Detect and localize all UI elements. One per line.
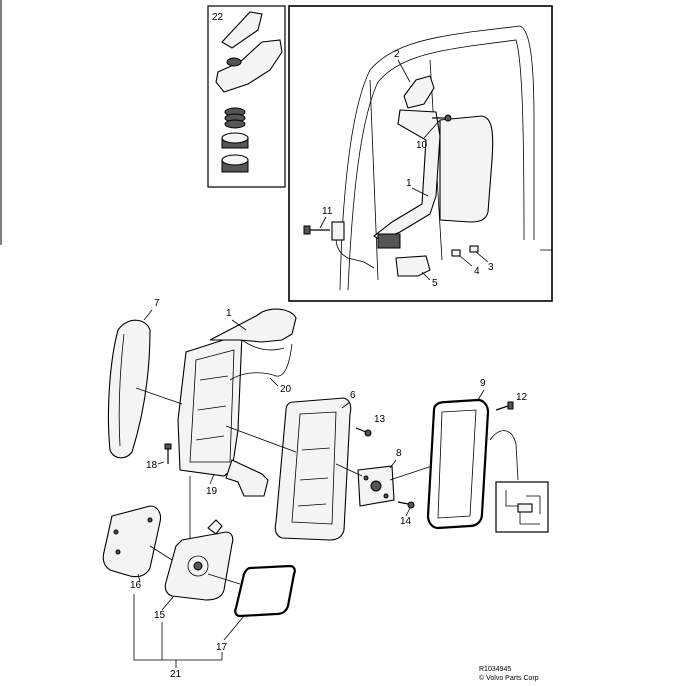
kit-washer [226,57,242,67]
callout-18: 18 [146,460,158,471]
pad-4 [451,249,461,257]
cab-lower-mount [377,233,401,249]
copyright-note: © Volvo Parts Corp [479,674,539,682]
part-1-housing-frame [177,308,297,497]
drawing-id: R1034945 [479,666,511,673]
part-9-mirror-glass [426,398,490,530]
kit-upper-bracket [221,11,263,49]
part-17-glass [234,564,296,618]
part-13-screw [355,427,372,437]
callout-17: 17 [216,642,228,653]
inset-cab-frame [288,5,553,302]
callout-14: 14 [400,516,412,527]
callout-22: 22 [212,12,224,23]
part-14-screw [397,501,415,509]
screw-10 [432,114,452,122]
callout-2: 2 [394,49,400,60]
part-20-cable [229,343,293,381]
kit-arm [215,39,283,93]
part-8-adjust-motor [357,465,395,507]
callout-11: 11 [322,206,333,217]
cab-outline-inner [347,39,525,291]
callout-9: 9 [480,378,486,389]
part-7-housing-cover [107,319,151,459]
callout-6: 6 [350,390,356,401]
kit-ratchet-upper [221,132,249,149]
part-6-backing-plate [274,397,352,541]
cab-mirror-housing [439,115,494,223]
connector-detail [489,430,549,533]
inset-cab-installation: 2 10 1 11 5 4 3 [288,5,553,302]
part-12-screw [495,401,514,411]
kit-spring [224,107,246,129]
cab-cover-5 [395,255,431,277]
cab-outline-outer [339,25,535,291]
alignment-lines [135,387,433,585]
pad-3 [469,245,479,253]
callout-8: 8 [396,448,402,459]
callout-5: 5 [432,278,438,289]
callout-4: 4 [474,266,480,277]
callout-7: 7 [154,298,160,309]
kit-ratchet-lower [221,154,249,173]
callout-16: 16 [130,580,142,591]
inset-kit-22: 22 [207,5,286,188]
callout-1-cab: 1 [406,178,412,189]
callout-21: 21 [170,669,182,680]
callout-15: 15 [154,610,166,621]
cab-top-bracket [403,75,435,109]
callout-3: 3 [488,262,494,273]
callout-19: 19 [206,486,218,497]
callout-1-main: 1 [226,308,232,319]
callout-20: 20 [280,384,292,395]
callout-10: 10 [416,140,428,151]
cab-hinge-block [331,221,345,241]
part-15-plate [164,519,234,601]
part-16-seal [102,505,162,578]
screw-11 [303,225,330,235]
frame-lower-arm [225,459,269,497]
callout-13: 13 [374,414,386,425]
callout-12: 12 [516,392,528,403]
callout-21-bracket [133,594,223,661]
part-18-screw [164,443,172,464]
